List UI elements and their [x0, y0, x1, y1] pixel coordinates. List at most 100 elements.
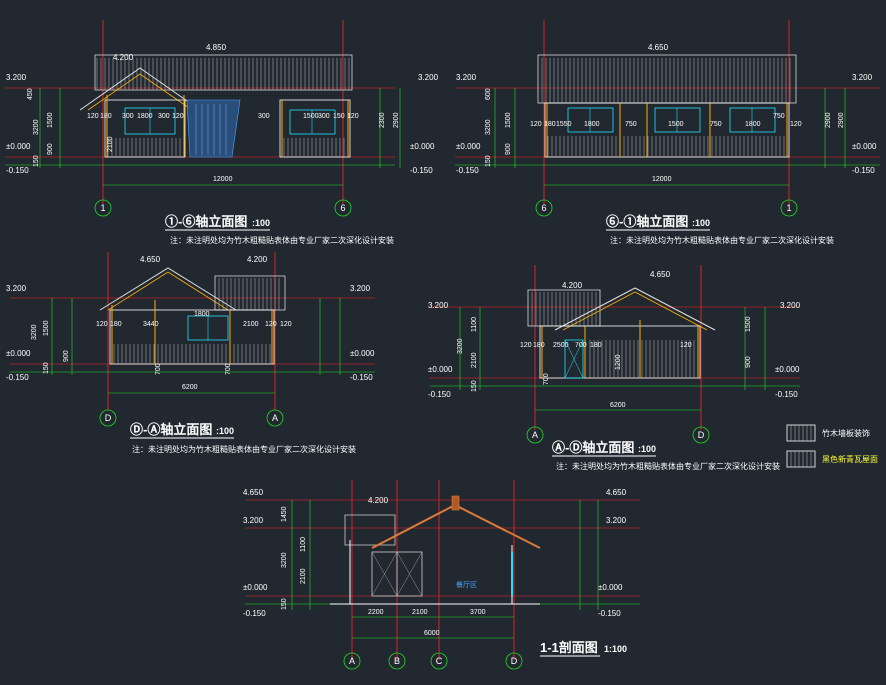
level-label: 3.200 [456, 73, 477, 82]
wall-cladding [544, 102, 790, 158]
inner-dimension: 1800 [584, 121, 600, 128]
vertical-dimension: 3200 [457, 338, 464, 354]
vertical-dimension: 150 [281, 598, 288, 610]
legend-label: 竹木墙板装饰 [822, 428, 870, 438]
inner-dimension: 300 [158, 113, 170, 120]
elevation-d-a [10, 252, 375, 410]
axis-bubble-label: 6 [541, 203, 546, 213]
vertical-dimension: 1500 [47, 112, 54, 128]
inner-dimension: 1500 [668, 121, 684, 128]
drawing-title: Ⓓ-Ⓐ轴立面图 [130, 422, 212, 437]
drawing-note: 注：未注明处均为竹木粗糙贴表体由专业厂家二次深化设计安装 [556, 461, 780, 471]
axis-bubble-label: A [532, 430, 538, 440]
inner-dimension: 1500 [303, 113, 319, 120]
level-label: 3.200 [418, 73, 439, 82]
inner-dimension: 120 [87, 113, 99, 120]
inner-dimension: 2900 [825, 112, 832, 128]
inner-dimension: 1800 [137, 113, 153, 120]
top-level-label: 4.200 [247, 255, 268, 264]
vertical-dimension: 3200 [485, 119, 492, 135]
vertical-dimension: 1450 [281, 506, 288, 522]
level-label: ±0.000 [852, 142, 877, 151]
inner-dimension: 300 [122, 113, 134, 120]
legend-label: 黑色新青瓦屋面 [822, 454, 878, 464]
vertical-dimension: 1100 [471, 317, 478, 332]
level-label: ±0.000 [6, 349, 31, 358]
drawing-title: 1-1剖面图 [540, 640, 598, 655]
inner-dimension: 700 [543, 373, 550, 385]
vertical-dimension: 2100 [471, 352, 478, 368]
axis-bubble-label: D [511, 656, 518, 666]
roof-tiles [94, 54, 353, 91]
drawing-title: ①-⑥轴立面图 [165, 214, 247, 229]
level-label: 3.200 [243, 516, 264, 525]
inner-dimension: 2900 [393, 112, 400, 128]
elevation-a-d [430, 265, 800, 430]
vertical-dimension: 900 [505, 143, 512, 155]
inner-dimension: 180 [533, 342, 545, 349]
level-label: -0.150 [6, 373, 29, 382]
level-label: -0.150 [775, 390, 798, 399]
level-label: -0.150 [6, 166, 29, 175]
level-label: 3.200 [428, 301, 449, 310]
total-dimension: 6200 [182, 384, 198, 391]
vertical-dimension: 150 [485, 155, 492, 167]
elevation-1-6 [5, 20, 401, 205]
inner-dimension: 120 [172, 113, 184, 120]
level-label: ±0.000 [428, 365, 453, 374]
axis-bubble-label: 1 [786, 203, 791, 213]
vertical-dimension: 1500 [505, 112, 512, 128]
level-label: ±0.000 [598, 583, 623, 592]
elevation-6-1 [455, 20, 880, 205]
top-level-label: 4.650 [140, 255, 161, 264]
top-level-label: 4.200 [113, 53, 134, 62]
drawing-title: Ⓐ-Ⓓ轴立面图 [552, 440, 634, 455]
vertical-dimension: 900 [47, 143, 54, 155]
axis-bubbles: 1 6 6 1 D A A D A B C D [94, 199, 798, 670]
inner-dimension: 700 [225, 363, 232, 375]
top-level-label: 4.650 [650, 270, 671, 279]
inner-dimension: 1200 [615, 354, 622, 370]
inner-dimension: 120 [680, 342, 692, 349]
level-label: -0.150 [410, 166, 433, 175]
drawing-scale: :100 [252, 218, 270, 228]
drawing-scale: :100 [638, 444, 656, 454]
top-level-label: 4.650 [648, 43, 669, 52]
level-label: -0.150 [243, 609, 266, 618]
inner-dimension: 120 [265, 321, 277, 328]
drawing-scale: :100 [692, 218, 710, 228]
inner-dimension: 300 [318, 113, 330, 120]
inner-dimension: 1800 [194, 311, 210, 318]
level-label: 3.200 [606, 516, 627, 525]
inner-dimension: 750 [710, 121, 722, 128]
vertical-dimension: 1500 [43, 320, 50, 336]
level-label: 3.200 [350, 284, 371, 293]
level-label: 3.200 [6, 284, 27, 293]
inner-dimension: 2300 [379, 112, 386, 128]
vertical-dimension: 900 [745, 356, 752, 368]
roof-tiles [537, 54, 797, 104]
level-label: 4.650 [606, 488, 627, 497]
level-label: -0.150 [852, 166, 875, 175]
inner-dimension: 120 [790, 121, 802, 128]
inner-dimension: 2500 [553, 342, 569, 349]
level-label: -0.150 [350, 373, 373, 382]
level-label: 4.650 [243, 488, 264, 497]
total-dimension: 12000 [652, 176, 672, 183]
inner-dimension: 750 [773, 113, 785, 120]
inner-dimension: 180 [100, 113, 112, 120]
drawing-note: 注：未注明处均为竹木粗糙贴表体由专业厂家二次深化设计安装 [132, 444, 356, 454]
inner-dimension: 2900 [838, 112, 845, 128]
inner-dimension: 700 [155, 363, 162, 375]
wall-cladding [109, 309, 275, 365]
inner-dimension: 2100 [107, 136, 114, 152]
inner-dimension: 120 [280, 321, 292, 328]
inner-dimension: 3440 [143, 321, 159, 328]
level-label: ±0.000 [456, 142, 481, 151]
drawing-note: 注：未注明处均为竹木粗糙贴表体由专业厂家二次深化设计安装 [170, 235, 394, 245]
axis-bubble-label: A [349, 656, 355, 666]
total-dimension: 12000 [213, 176, 233, 183]
vertical-dimension: 150 [33, 155, 40, 167]
vertical-dimension: 450 [27, 88, 34, 100]
vertical-dimension: 2100 [300, 568, 307, 584]
